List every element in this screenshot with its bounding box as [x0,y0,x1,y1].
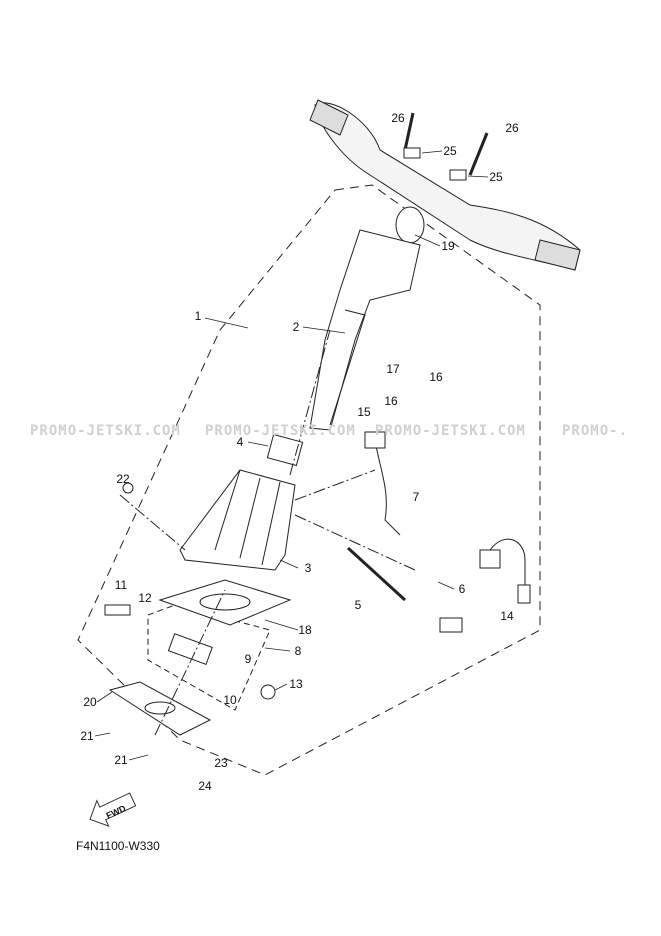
handlebar [309,99,581,271]
watermark: PROMO-. [562,423,629,439]
callout-25: 25 [443,144,457,158]
diagram-code: F4N1100-W330 [76,839,160,853]
callout-12: 12 [138,591,152,605]
callout-23: 23 [214,756,228,770]
assembly-outline [77,184,541,776]
callout-3: 3 [304,561,312,575]
callout-21: 21 [80,729,94,743]
callout-13: 13 [289,677,303,691]
callout-16: 16 [384,394,398,408]
callout-26: 26 [391,111,405,125]
callout-11: 11 [114,578,128,592]
callout-2: 2 [292,320,300,334]
watermark: PROMO-JETSKI.COM [375,423,526,439]
callout-19: 19 [441,239,455,253]
callout-16: 16 [429,370,443,384]
watermark: PROMO-JETSKI.COM [205,423,356,439]
callout-18: 18 [298,623,312,637]
callout-20: 20 [83,695,97,709]
watermark: PROMO-JETSKI.COM [30,423,181,439]
callout-4: 4 [236,435,244,449]
callout-8: 8 [294,644,302,658]
callout-21: 21 [114,753,128,767]
callout-9: 9 [244,652,252,666]
callout-5: 5 [354,598,362,612]
callout-24: 24 [198,779,212,793]
callout-6: 6 [458,582,466,596]
sub-assembly-8-outline [147,604,271,711]
callout-1: 1 [194,309,202,323]
housing [179,469,296,571]
callout-22: 22 [116,472,130,486]
callout-26: 26 [505,121,519,135]
callout-14: 14 [500,609,514,623]
callout-7: 7 [412,490,420,504]
fwd-arrow-icon [89,792,137,827]
callout-15: 15 [357,405,371,419]
callout-17: 17 [386,362,400,376]
callout-10: 10 [223,693,237,707]
callout-25: 25 [489,170,503,184]
